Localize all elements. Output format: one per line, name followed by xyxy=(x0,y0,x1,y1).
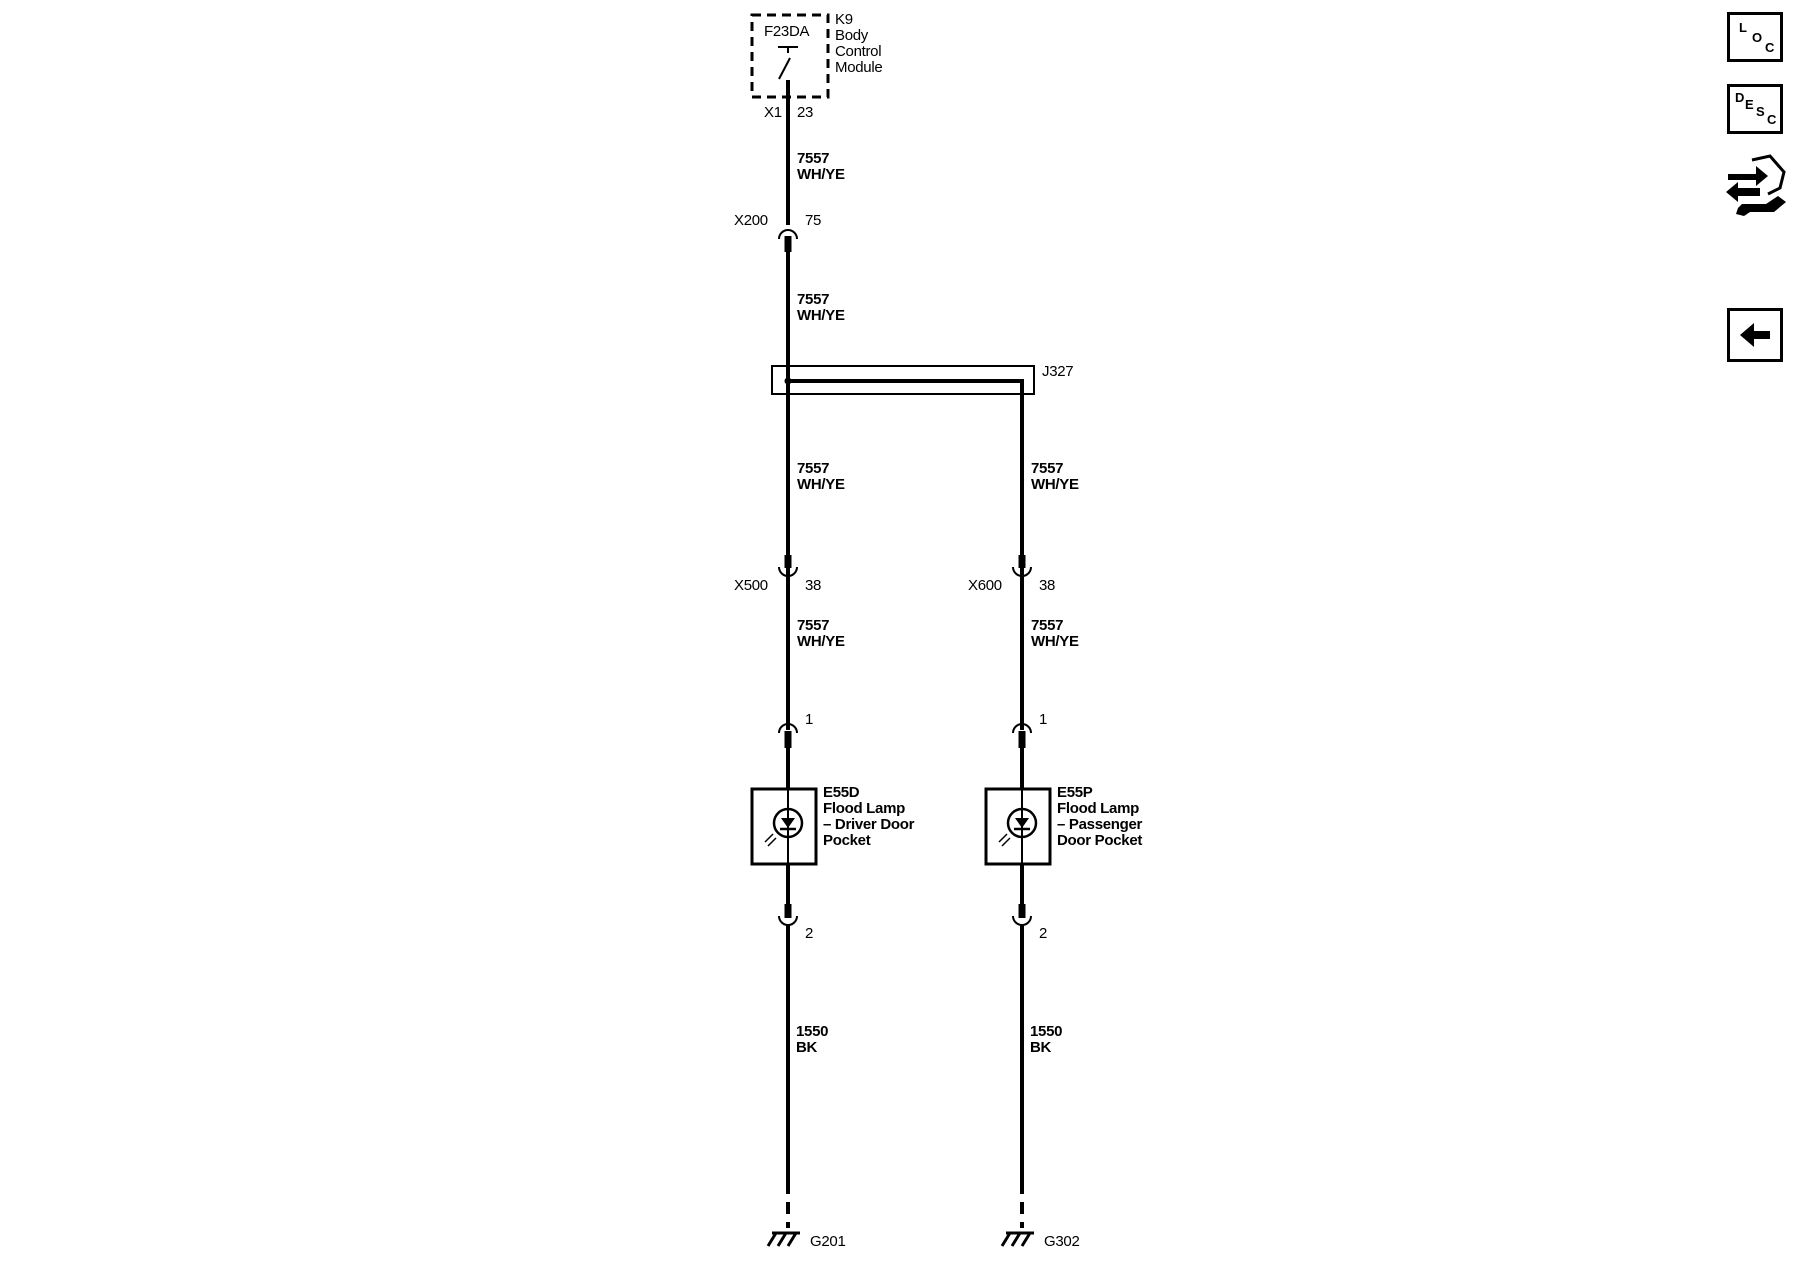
ground-g201: G201 xyxy=(766,1231,846,1250)
wrench-arrows-glyph xyxy=(1726,154,1786,216)
ground-g302: G302 xyxy=(1000,1231,1080,1250)
left-wire-b-circuit: 7557 xyxy=(797,617,829,634)
x600-label: X600 xyxy=(968,577,1002,594)
left-wire-b-color: WH/YE xyxy=(797,633,845,650)
led-lamp-icon xyxy=(764,807,804,847)
lamp-e55d-id: E55D xyxy=(823,784,860,801)
wire-upper-label: 7557 WH/YE xyxy=(797,150,845,183)
left-lamp-pin-bottom-label: 2 xyxy=(805,925,813,942)
left-wire-a-label: 7557 WH/YE xyxy=(797,460,845,493)
lamp-e55d-line3: – Driver Door xyxy=(823,816,915,833)
switch-icon xyxy=(778,46,798,80)
right-lamp-pin-bottom-label: 2 xyxy=(1039,925,1047,942)
desc-letter-c: C xyxy=(1767,112,1777,127)
splice-j327: J327 xyxy=(771,363,1074,395)
led-lamp-icon xyxy=(998,807,1038,847)
back-arrow-icon xyxy=(1740,323,1770,347)
ground-icon xyxy=(1000,1231,1034,1247)
wire-upper-circuit: 7557 xyxy=(797,150,829,167)
back-button[interactable] xyxy=(1727,308,1783,362)
wire-upper-color: WH/YE xyxy=(797,166,845,183)
lamp-e55d-line4: Pocket xyxy=(823,832,871,849)
x500-pin: 38 xyxy=(805,577,821,594)
x600-pin: 38 xyxy=(1039,577,1055,594)
left-ground-wire-label: 1550 BK xyxy=(796,1023,828,1056)
x200-pin: 75 xyxy=(805,212,821,229)
x200-label: X200 xyxy=(734,212,768,229)
ground-icon xyxy=(766,1231,800,1247)
lamp-e55p-id: E55P xyxy=(1057,784,1093,801)
module-pin: 23 xyxy=(797,104,813,121)
ground-g302-label: G302 xyxy=(1044,1233,1080,1250)
loc-letter-o: O xyxy=(1752,30,1763,45)
lamp-e55p-line2: Flood Lamp xyxy=(1057,800,1139,817)
left-wire-b-label: 7557 WH/YE xyxy=(797,617,845,650)
connector-x600: X600 38 xyxy=(968,555,1055,594)
right-wire-a-label: 7557 WH/YE xyxy=(1031,460,1079,493)
desc-letter-s: S xyxy=(1756,104,1765,119)
right-ground-wire-circuit: 1550 xyxy=(1030,1023,1062,1040)
lamp-e55p xyxy=(984,787,1052,866)
right-lamp-pin-top-label: 1 xyxy=(1039,711,1047,728)
wire-mid-color: WH/YE xyxy=(797,307,845,324)
module-name-line2: Body xyxy=(835,27,869,44)
fuse-label: F23DA xyxy=(764,23,809,40)
lamp-e55d-label: E55D Flood Lamp – Driver Door Pocket xyxy=(823,784,915,849)
splice-label: J327 xyxy=(1042,363,1073,380)
module-name-line1: K9 xyxy=(835,11,853,28)
wire-mid-circuit: 7557 xyxy=(797,291,829,308)
lamp-e55p-label: E55P Flood Lamp – Passenger Door Pocket xyxy=(1057,784,1143,849)
left-wire-a-color: WH/YE xyxy=(797,476,845,493)
x500-label: X500 xyxy=(734,577,768,594)
left-wire-a-circuit: 7557 xyxy=(797,460,829,477)
desc-button[interactable]: D E S C xyxy=(1727,84,1783,134)
ground-g201-label: G201 xyxy=(810,1233,846,1250)
lamp-e55p-line3: – Passenger xyxy=(1057,816,1143,833)
right-lamp-pin-top: 1 xyxy=(1012,711,1047,748)
right-wire-a-circuit: 7557 xyxy=(1031,460,1063,477)
body-control-module: F23DA K9 Body Control Module X1 23 xyxy=(750,11,883,121)
desc-letter-e: E xyxy=(1745,97,1754,112)
loc-button[interactable]: L O C xyxy=(1727,12,1783,62)
lamp-e55d-line2: Flood Lamp xyxy=(823,800,905,817)
connector-x500: X500 38 xyxy=(734,555,821,594)
left-lamp-pin-top-label: 1 xyxy=(805,711,813,728)
connector-x200: X200 75 xyxy=(734,212,821,252)
module-name-line3: Control xyxy=(835,43,881,60)
right-lamp-pin-bottom: 2 xyxy=(1012,904,1047,942)
left-ground-wire-color: BK xyxy=(796,1039,818,1056)
module-connector: X1 xyxy=(764,104,782,121)
module-name-line4: Module xyxy=(835,59,882,76)
right-wire-b-circuit: 7557 xyxy=(1031,617,1063,634)
lamp-e55p-line4: Door Pocket xyxy=(1057,832,1142,849)
right-wire-a-color: WH/YE xyxy=(1031,476,1079,493)
right-ground-wire-label: 1550 BK xyxy=(1030,1023,1062,1056)
right-wire-b-label: 7557 WH/YE xyxy=(1031,617,1079,650)
right-ground-wire-color: BK xyxy=(1030,1039,1052,1056)
lamp-e55d xyxy=(750,787,818,866)
loc-letter-c: C xyxy=(1765,40,1775,55)
right-wire-b-color: WH/YE xyxy=(1031,633,1079,650)
desc-letter-d: D xyxy=(1735,90,1745,105)
left-lamp-pin-top: 1 xyxy=(778,711,813,748)
wire-mid-label: 7557 WH/YE xyxy=(797,291,845,324)
left-ground-wire-circuit: 1550 xyxy=(796,1023,828,1040)
left-lamp-pin-bottom: 2 xyxy=(778,904,813,942)
loc-letter-l: L xyxy=(1739,20,1747,35)
wrench-arrows-icon[interactable] xyxy=(1726,152,1788,218)
